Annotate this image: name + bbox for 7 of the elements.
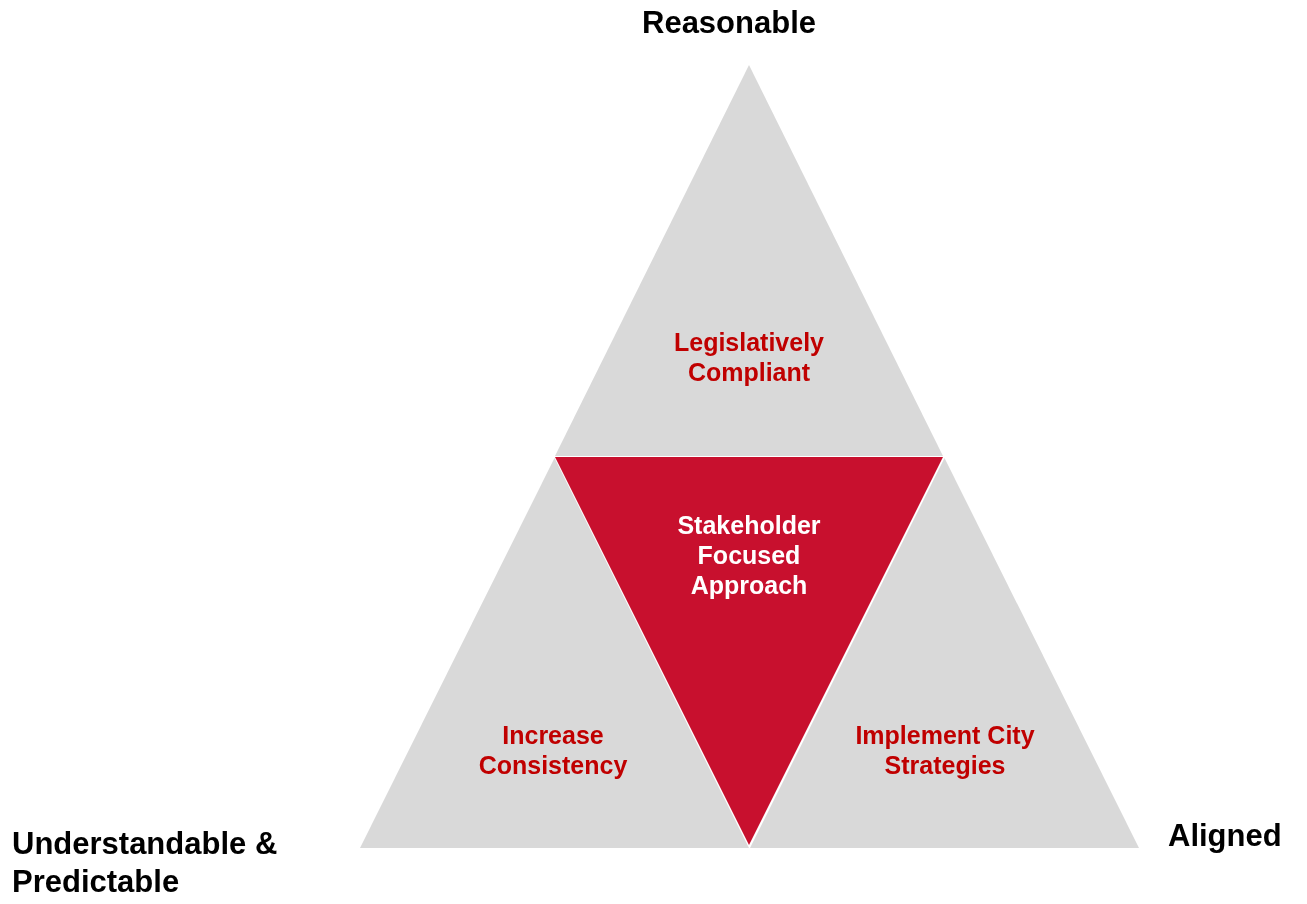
segment-label: Increase Consistency [477, 720, 629, 780]
segment-label: Implement City Strategies [854, 720, 1036, 780]
segment-label: Stakeholder Focused Approach [676, 510, 822, 600]
corner-label: Understandable & Predictable [12, 825, 279, 901]
corner-label: Reasonable [642, 4, 817, 42]
corner-label: Aligned [1168, 817, 1283, 855]
segment-label: Legislatively Compliant [672, 327, 826, 387]
